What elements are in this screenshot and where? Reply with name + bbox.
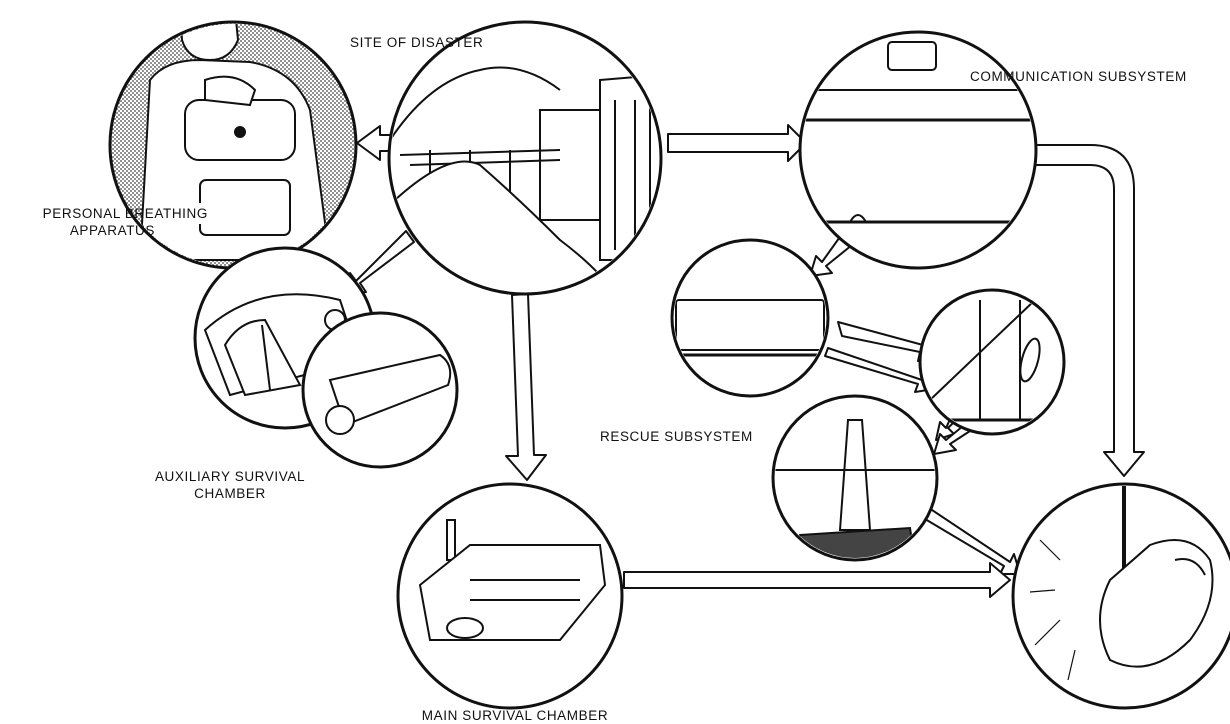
arrow-communication-to-rescue	[809, 233, 853, 277]
arrow-site-to-breathing	[356, 125, 393, 161]
site-of-disaster-illustration	[387, 20, 663, 296]
arrow-site-to-communication	[667, 124, 807, 162]
arrow-site-to-main	[505, 293, 547, 481]
arrow-rescue1-to-rescue2-lower	[824, 347, 935, 393]
arrow-rescue3-to-miner	[919, 505, 1021, 575]
arrow-communication-to-miner	[1029, 144, 1145, 477]
main-survival-chamber-illustration	[396, 482, 624, 710]
communication-subsystem-illustration	[798, 30, 1038, 270]
label-site-of-disaster: SITE OF DISASTER	[350, 35, 484, 50]
label-auxiliary-line2: CHAMBER	[194, 486, 266, 501]
label-personal-breathing-line1: PERSONAL BREATHING	[42, 206, 208, 221]
breathing-label-box	[198, 203, 278, 224]
rescue-subsystem-illustrations	[670, 238, 1066, 562]
rescued-miner-illustration	[1011, 482, 1230, 710]
label-communication-subsystem: COMMUNICATION SUBSYSTEM	[970, 69, 1187, 84]
personal-breathing-apparatus-illustration	[108, 20, 358, 270]
label-personal-breathing-line2: APPARATUS	[69, 223, 155, 238]
label-auxiliary-line1: AUXILIARY SURVIVAL	[154, 469, 306, 484]
auxiliary-chamber-illustration	[193, 246, 459, 469]
arrow-main-to-miner	[623, 562, 1011, 598]
label-main-survival-chamber: MAIN SURVIVAL CHAMBER	[421, 708, 609, 723]
label-rescue-subsystem: RESCUE SUBSYSTEM	[600, 429, 753, 444]
